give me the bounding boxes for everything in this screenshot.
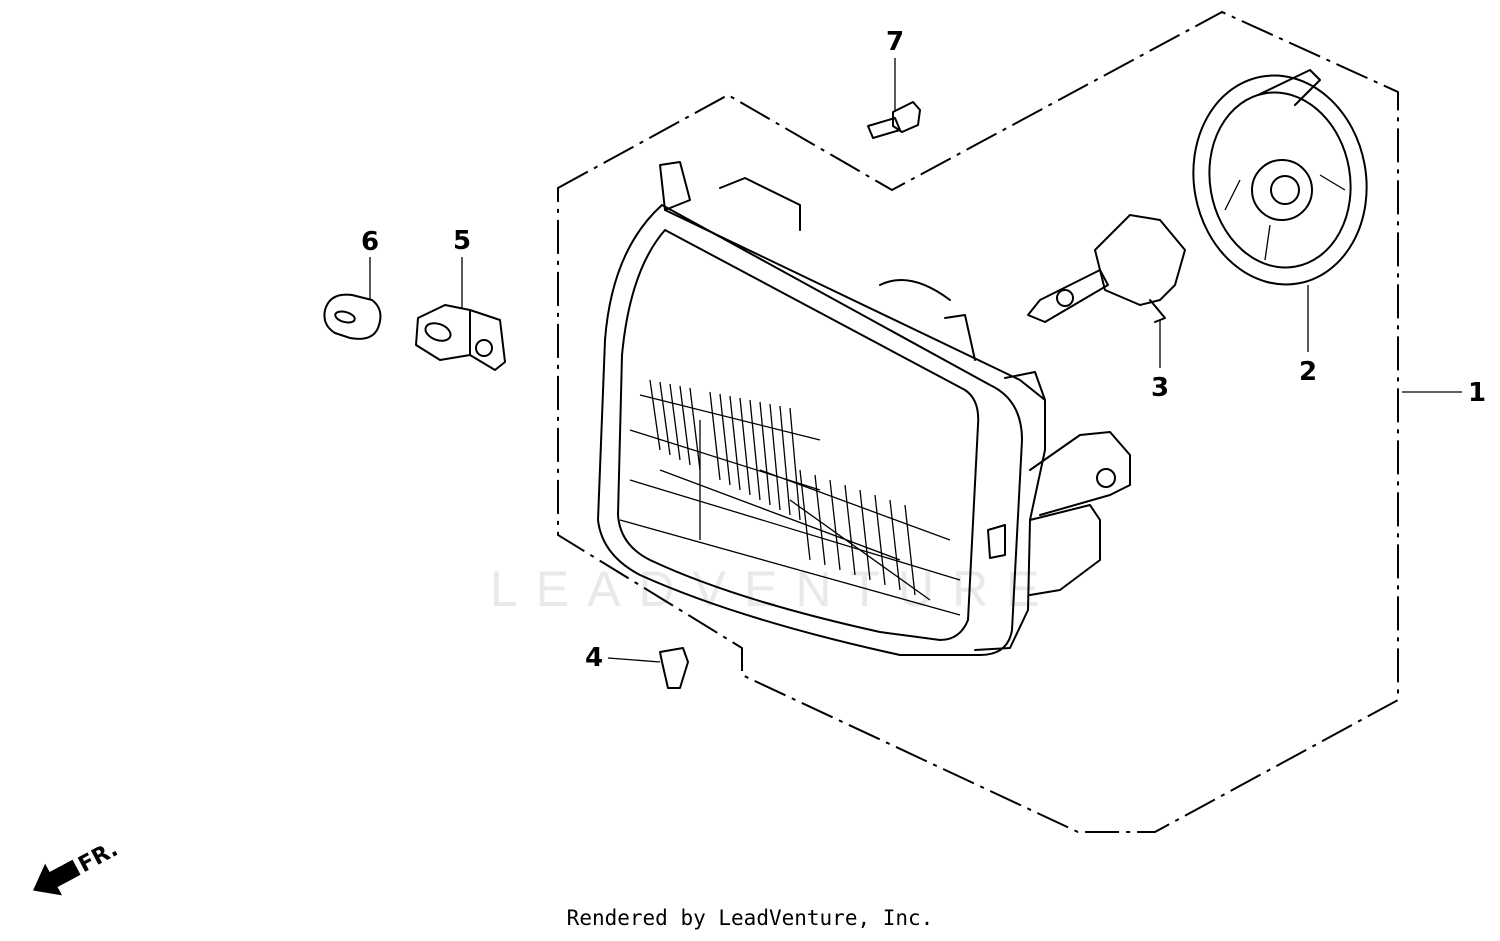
callout-2: 2	[1299, 357, 1317, 387]
callout-5: 5	[453, 226, 471, 256]
front-direction-label: FR.	[74, 837, 122, 878]
clip-bracket-part-5[interactable]	[415, 304, 506, 371]
nut-part-4[interactable]	[659, 647, 689, 689]
watermark-text: LEADVENTURE	[490, 561, 1058, 617]
footer-credit: Rendered by LeadVenture, Inc.	[566, 906, 934, 930]
headlight-socket-ring[interactable]	[1177, 62, 1383, 299]
grommet-part-6[interactable]	[323, 293, 382, 340]
front-direction-indicator: FR.	[33, 837, 122, 896]
leader-lines	[369, 58, 1462, 663]
bolt-part-7[interactable]	[867, 101, 921, 139]
callout-7: 7	[886, 27, 904, 57]
headlight-bulb[interactable]	[1027, 214, 1186, 323]
front-arrow-icon	[33, 859, 81, 896]
callout-6: 6	[361, 227, 379, 257]
callout-4: 4	[585, 643, 603, 673]
headlight-assembly[interactable]	[597, 161, 1131, 656]
assembly-boundary	[557, 10, 1399, 833]
callout-1: 1	[1468, 378, 1486, 408]
callout-3: 3	[1151, 373, 1169, 403]
